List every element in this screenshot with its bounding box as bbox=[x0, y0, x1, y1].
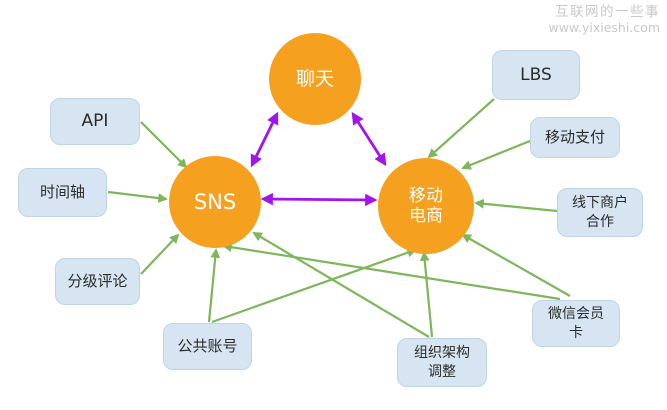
watermark: 互联网的一些事 www.yixieshi.com bbox=[548, 4, 660, 35]
node-ecommerce: 移动电商 bbox=[378, 158, 474, 254]
edge-chat-ecommerce bbox=[351, 111, 387, 167]
node-wechat-member-card: 微信会员卡 bbox=[532, 300, 620, 347]
node-comments: 分级评论 bbox=[55, 258, 140, 305]
node-label: 公共账号 bbox=[177, 336, 238, 355]
node-mobile-payment: 移动支付 bbox=[530, 117, 620, 158]
node-timeline: 时间轴 bbox=[18, 168, 107, 217]
node-label: 线下商户合作 bbox=[572, 195, 628, 230]
edge-wechat-member-card-sns bbox=[222, 242, 561, 301]
edge-sns-ecommerce bbox=[260, 192, 378, 207]
node-sns: SNS bbox=[169, 156, 261, 248]
node-public-account: 公共账号 bbox=[163, 323, 252, 370]
edge-comments-sns bbox=[140, 233, 180, 275]
edge-timeline-sns bbox=[107, 190, 168, 203]
node-label: 时间轴 bbox=[39, 182, 85, 201]
edge-public-account-sns bbox=[207, 248, 221, 323]
node-label: LBS bbox=[520, 64, 552, 85]
node-org-adjust: 组织架构调整 bbox=[397, 338, 487, 387]
edge-public-account-ecommerce bbox=[211, 248, 417, 324]
node-offline-merchant: 线下商户合作 bbox=[557, 188, 643, 237]
edge-api-sns bbox=[140, 121, 188, 169]
node-label: 微信会员卡 bbox=[548, 306, 604, 341]
node-label: API bbox=[81, 111, 109, 132]
edge-mobile-payment-ecommerce bbox=[461, 139, 531, 170]
edge-org-adjust-ecommerce bbox=[419, 251, 434, 338]
edge-org-adjust-sns bbox=[252, 232, 430, 338]
node-label: 移动支付 bbox=[544, 127, 605, 146]
node-chat: 聊天 bbox=[269, 33, 361, 125]
node-label: SNS bbox=[193, 189, 237, 214]
watermark-site-url: www.yixieshi.com bbox=[548, 19, 660, 35]
node-label: 分级评论 bbox=[67, 271, 128, 290]
node-label: 聊天 bbox=[295, 67, 334, 90]
node-label: 组织架构调整 bbox=[414, 345, 470, 380]
node-label: 移动电商 bbox=[409, 185, 443, 226]
node-api: API bbox=[50, 98, 140, 145]
watermark-site-name: 互联网的一些事 bbox=[555, 4, 660, 20]
edge-lbs-ecommerce bbox=[427, 98, 495, 159]
edge-wechat-member-card-ecommerce bbox=[461, 234, 571, 297]
edge-chat-sns bbox=[250, 111, 279, 168]
edge-offline-merchant-ecommerce bbox=[474, 198, 558, 213]
node-lbs: LBS bbox=[492, 50, 580, 100]
